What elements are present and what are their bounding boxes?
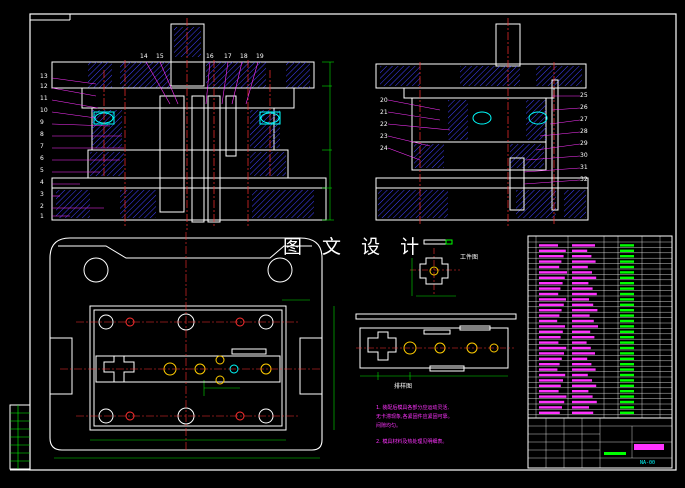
part-number-label: 32 xyxy=(580,176,588,183)
part-number-label: 26 xyxy=(580,104,588,111)
part-number-label: 24 xyxy=(380,145,388,152)
part-number-label: 9 xyxy=(40,119,44,126)
part-number-label: 10 xyxy=(40,107,48,114)
part-number-label: 17 xyxy=(224,53,232,60)
part-number-label: 19 xyxy=(256,53,264,60)
part-number-label: 5 xyxy=(40,167,44,174)
side-section-view xyxy=(375,18,589,228)
front-section-view xyxy=(51,18,334,230)
note-line: 无卡滞现象,各紧固件应紧固可靠。 xyxy=(376,414,453,420)
part-number-label: 6 xyxy=(40,155,44,162)
part-number-label: 7 xyxy=(40,143,44,150)
note-line: 间隙均匀。 xyxy=(376,423,402,429)
note-line: 1. 装配后模具各部分应运动灵活, xyxy=(376,405,449,411)
revision-table xyxy=(9,404,31,470)
part-number-label: 2 xyxy=(40,203,44,210)
part-number-label: 13 xyxy=(40,73,48,80)
workpiece-view xyxy=(410,239,460,297)
part-number-label: 8 xyxy=(40,131,44,138)
part-number-label: 12 xyxy=(40,83,48,90)
part-number-label: 30 xyxy=(580,152,588,159)
strip-layout-view xyxy=(355,313,517,380)
part-number-label: 20 xyxy=(380,97,388,104)
part-number-label: 25 xyxy=(580,92,588,99)
part-number-label: 22 xyxy=(380,121,388,128)
part-number-label: 16 xyxy=(206,53,214,60)
note-line: 2. 模具材料及热处理见明细表。 xyxy=(376,439,448,445)
part-number-label: 23 xyxy=(380,133,388,140)
part-number-label: 4 xyxy=(40,179,44,186)
title-block xyxy=(527,417,673,469)
sheet-frame xyxy=(10,13,677,471)
bill-of-materials-table xyxy=(527,235,673,419)
plan-view xyxy=(49,232,335,459)
part-number-label: 18 xyxy=(240,53,248,60)
part-number-label: 31 xyxy=(580,164,588,171)
part-number-label: 28 xyxy=(580,128,588,135)
drawing-number: NA-00 xyxy=(640,460,656,466)
part-number-label: 27 xyxy=(580,116,588,123)
strip-layout-caption: 排样图 xyxy=(394,383,413,390)
part-number-label: 21 xyxy=(380,109,388,116)
part-number-label: 3 xyxy=(40,191,44,198)
part-number-label: 11 xyxy=(40,95,48,102)
part-number-label: 29 xyxy=(580,140,588,147)
workpiece-caption: 工件图 xyxy=(460,254,479,261)
watermark-text: 图 文 设 计 xyxy=(283,236,427,258)
part-number-label: 1 xyxy=(40,213,44,220)
part-number-label: 15 xyxy=(156,53,164,60)
part-number-label: 14 xyxy=(140,53,148,60)
